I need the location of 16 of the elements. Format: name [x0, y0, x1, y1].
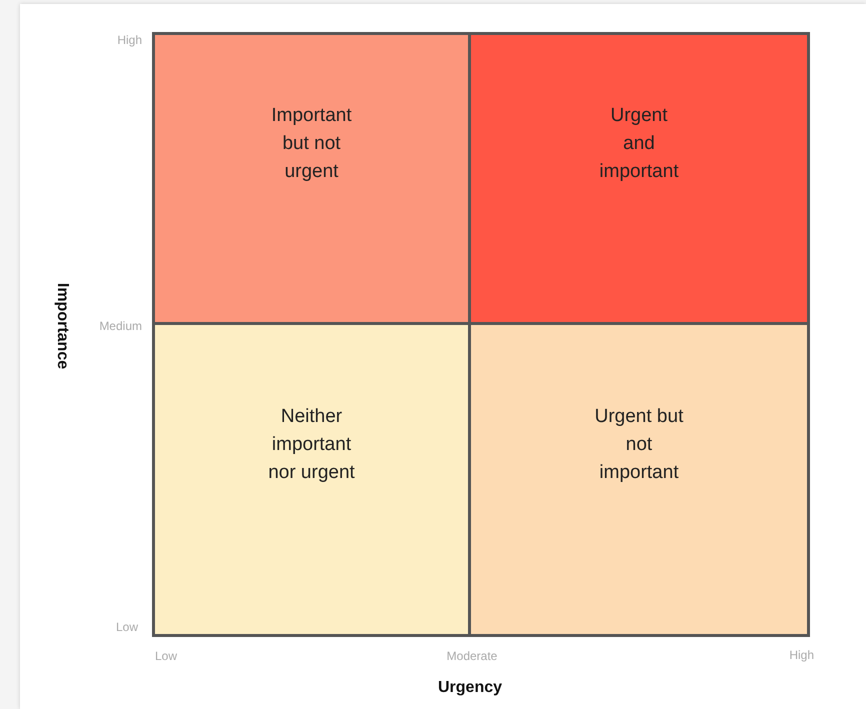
quadrant-box [152, 322, 471, 637]
tick-label: Moderate [446, 649, 498, 663]
tick-label: Low [155, 649, 178, 663]
quadrant-label: Urgent and important [598, 104, 680, 184]
tick-label: High [117, 33, 142, 47]
quadrant-label: Urgent but not important [594, 404, 684, 484]
axis-title: Importance [53, 282, 71, 370]
quadrant-box [152, 32, 471, 325]
quadrant-label: Important but not urgent [270, 104, 353, 184]
tick-label: Medium [99, 319, 142, 333]
quadrant-box [468, 322, 810, 637]
quadrant-label: Neither important nor urgent [267, 404, 356, 484]
tick-label: Low [116, 620, 138, 634]
quadrant-box [468, 32, 810, 325]
tick-label: High [789, 648, 814, 662]
axis-title: Urgency [438, 679, 502, 697]
